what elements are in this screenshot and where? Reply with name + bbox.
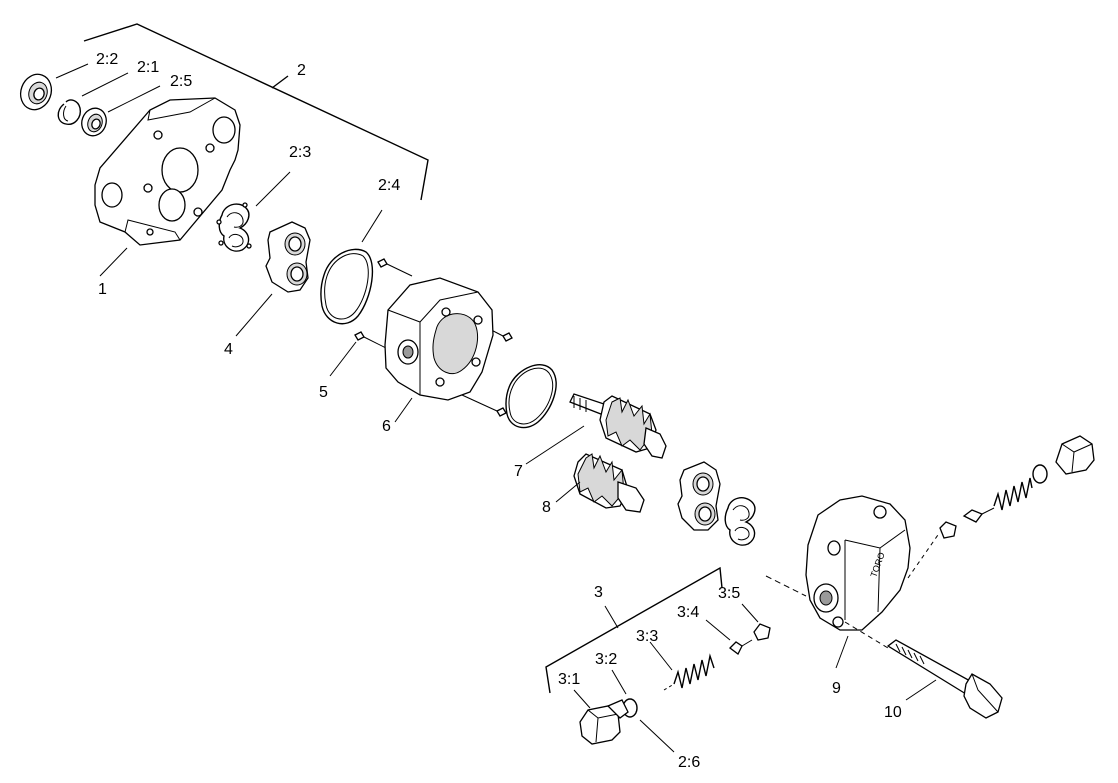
bushing-block-part-4 xyxy=(265,221,311,293)
callout-3-3: 3:3 xyxy=(636,628,658,645)
callout-5: 5 xyxy=(319,384,328,401)
poppet-seat-part-3-5 xyxy=(753,623,771,641)
drive-gear-shaft-part-7 xyxy=(569,393,667,459)
gasket-rear xyxy=(724,497,756,546)
callout-2-1: 2:1 xyxy=(137,59,159,76)
callout-2-5: 2:5 xyxy=(170,73,192,90)
bearing-part-2-5 xyxy=(81,107,107,137)
poppet-part-3-4 xyxy=(729,639,753,655)
bracket-group-2 xyxy=(83,23,429,201)
o-ring-part-2-4 xyxy=(320,248,374,325)
callout-2: 2 xyxy=(297,62,306,79)
callout-3-1: 3:1 xyxy=(558,671,580,688)
callout-labels: 2:2 2:1 2:5 2 2:3 2:4 1 4 5 6 7 8 3 3:5 … xyxy=(96,51,902,771)
callout-3-4: 3:4 xyxy=(677,604,699,621)
callout-9: 9 xyxy=(832,680,841,697)
bushing-block-rear xyxy=(677,461,721,531)
callout-3-5: 3:5 xyxy=(718,585,740,602)
gear-housing-part-6 xyxy=(384,277,494,401)
callout-10: 10 xyxy=(884,704,902,721)
plug-part-3-1 xyxy=(579,699,629,745)
bolt-part-10 xyxy=(844,621,1003,719)
front-plate-part-1 xyxy=(94,97,241,246)
callout-2-2: 2:2 xyxy=(96,51,118,68)
callout-3: 3 xyxy=(594,584,603,601)
driven-gear-part-8 xyxy=(573,453,645,513)
o-ring-rear xyxy=(505,364,557,429)
callout-8: 8 xyxy=(542,499,551,516)
callout-7: 7 xyxy=(514,463,523,480)
callout-1: 1 xyxy=(98,281,107,298)
spring-part-3-3 xyxy=(663,653,715,691)
callout-4: 4 xyxy=(224,341,233,358)
callout-6: 6 xyxy=(382,418,391,435)
gasket-part-2-3 xyxy=(216,202,252,252)
rear-cover-part-9: TORO xyxy=(805,495,911,631)
callout-2-4: 2:4 xyxy=(378,177,400,194)
retaining-ring-part-2-1 xyxy=(57,99,81,125)
bracket-group-3 xyxy=(545,566,723,694)
callout-3-2: 3:2 xyxy=(595,651,617,668)
callout-2-6: 2:6 xyxy=(678,754,700,771)
seal-part-2-2 xyxy=(19,73,53,111)
callout-2-3: 2:3 xyxy=(289,144,311,161)
relief-valve-upper-assembly xyxy=(907,435,1095,579)
